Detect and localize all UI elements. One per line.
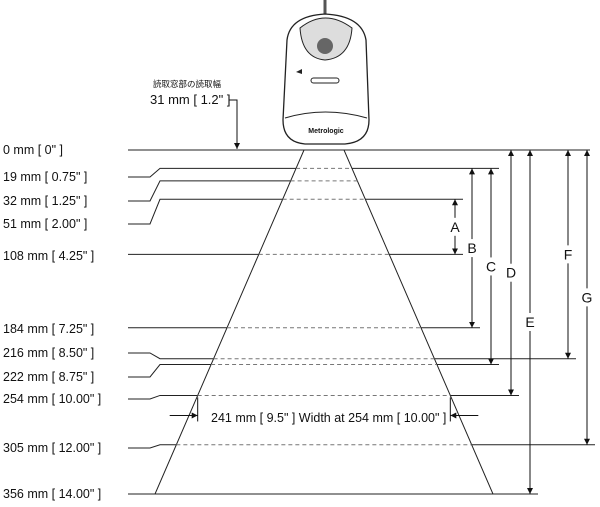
range-label-b: B (467, 240, 476, 256)
range-label-bg (504, 263, 518, 282)
width-note: 241 mm [ 9.5" ] Width at 254 mm [ 10.00"… (211, 411, 446, 425)
scanner-brand: Metrologic (308, 128, 343, 135)
level-label: 32 mm [ 1.25" ] (3, 194, 87, 208)
level-label: 51 mm [ 2.00" ] (3, 217, 87, 231)
level-label: 356 mm [ 14.00" ] (3, 487, 101, 501)
range-label-g: G (582, 289, 593, 305)
scanner-icon: Metrologic (282, 0, 370, 145)
level-label: 216 mm [ 8.50" ] (3, 346, 94, 360)
level-leader (128, 364, 212, 378)
level-leader (128, 444, 177, 449)
range-label-bg (561, 245, 575, 264)
level-leader (128, 394, 198, 400)
level-label: 19 mm [ 0.75" ] (3, 170, 87, 184)
range-label-f: F (564, 246, 573, 262)
range-label-c: C (486, 258, 496, 274)
range-label-bg (523, 313, 537, 331)
range-label-bg (448, 217, 462, 236)
level-label: 254 mm [ 10.00" ] (3, 392, 101, 406)
level-label: 222 mm [ 8.75" ] (3, 370, 94, 384)
window-width-label-jp: 読取窓部の読取幅 (153, 79, 222, 89)
level-leader (128, 352, 214, 360)
range-label-bg (580, 288, 594, 307)
window-width-arrow (229, 99, 240, 149)
level-leader (128, 180, 291, 202)
level-leader (128, 198, 283, 225)
range-label-e: E (525, 314, 534, 330)
range-label-bg (465, 239, 479, 258)
range-label-a: A (450, 219, 460, 235)
level-label: 0 mm [ 0" ] (3, 143, 63, 157)
level-label: 305 mm [ 12.00" ] (3, 441, 101, 455)
range-label-bg (484, 257, 498, 276)
level-label: 184 mm [ 7.25" ] (3, 322, 94, 336)
scan-cone (154, 149, 494, 495)
level-leader (128, 167, 297, 178)
level-label: 108 mm [ 4.25" ] (3, 249, 94, 263)
window-width-label: 31 mm [ 1.2" ] (150, 92, 230, 107)
range-label-d: D (506, 265, 516, 281)
